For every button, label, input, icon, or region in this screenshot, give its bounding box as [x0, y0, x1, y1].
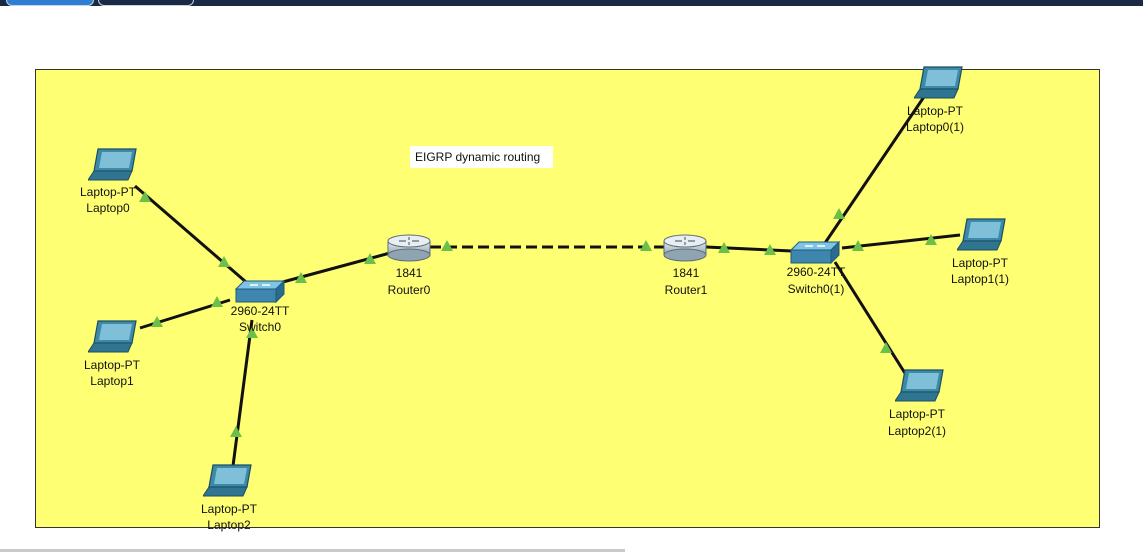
port-status-indicator	[211, 296, 223, 307]
laptop1-1-model: Laptop-PT	[951, 256, 1009, 270]
port-status-indicator	[218, 256, 230, 267]
logical-workspace[interactable]	[35, 69, 1100, 528]
laptop1-model: Laptop-PT	[83, 358, 141, 372]
link-laptop0-switch0[interactable]	[134, 184, 247, 284]
laptop2-name: Laptop2	[207, 518, 251, 532]
annotation-note[interactable]: EIGRP dynamic routing	[410, 146, 553, 168]
laptop0-name: Laptop0	[86, 201, 130, 215]
port-status-indicator	[764, 244, 776, 255]
switch0-1-model: 2960-24TT	[786, 265, 846, 279]
port-status-indicator	[295, 272, 307, 283]
port-status-indicator	[364, 253, 376, 264]
router-icon	[387, 234, 431, 262]
laptop0-1-model: Laptop-PT	[906, 104, 964, 118]
switch0-1-name: Switch0(1)	[787, 282, 845, 296]
router1-model: 1841	[672, 266, 700, 280]
link-laptop2-switch0[interactable]	[231, 319, 254, 467]
link-switch0-1-laptop1-1[interactable]	[841, 233, 961, 250]
link-router1-switch0-1[interactable]	[705, 245, 793, 253]
switch-icon	[234, 279, 286, 304]
port-status-indicator	[139, 191, 151, 202]
horizontal-scrollbar[interactable]	[0, 549, 625, 552]
port-status-indicator	[833, 208, 845, 219]
laptop-icon	[87, 320, 137, 353]
top-toolbar	[0, 0, 1143, 6]
link-switch0-1-laptop2-1[interactable]	[833, 261, 910, 379]
device-laptop1-1[interactable]	[956, 217, 1007, 258]
device-router1[interactable]	[662, 233, 708, 268]
port-status-indicator	[246, 327, 258, 338]
port-status-indicator	[151, 316, 163, 327]
device-laptop2[interactable]	[202, 463, 253, 504]
device-switch0-1[interactable]	[789, 240, 841, 271]
router1-name: Router1	[664, 283, 708, 297]
port-status-indicator	[230, 426, 242, 437]
router-icon	[663, 234, 707, 262]
laptop-icon	[913, 66, 963, 99]
port-status-indicator	[852, 240, 864, 251]
port-status-indicator	[640, 240, 652, 251]
device-switch0[interactable]	[234, 279, 286, 310]
laptop-icon	[87, 148, 137, 181]
port-status-indicator	[925, 234, 937, 245]
laptop-icon	[894, 369, 944, 402]
laptop-icon	[956, 218, 1006, 251]
device-laptop0[interactable]	[87, 147, 138, 188]
device-router0[interactable]	[386, 233, 432, 268]
device-laptop2-1[interactable]	[894, 368, 945, 409]
laptop1-name: Laptop1	[90, 374, 134, 388]
device-laptop1[interactable]	[87, 319, 138, 360]
switch0-model: 2960-24TT	[230, 304, 290, 318]
laptop2-model: Laptop-PT	[200, 502, 258, 516]
switch0-name: Switch0	[238, 320, 282, 334]
port-status-indicator	[880, 342, 892, 353]
laptop2-1-model: Laptop-PT	[888, 407, 946, 421]
port-status-indicator	[441, 240, 453, 251]
laptop2-1-name: Laptop2(1)	[887, 424, 947, 438]
port-status-indicator	[718, 242, 730, 253]
router0-name: Router0	[387, 283, 431, 297]
laptop1-1-name: Laptop1(1)	[950, 272, 1010, 286]
device-laptop0-1[interactable]	[913, 65, 964, 106]
laptop0-model: Laptop-PT	[79, 185, 137, 199]
laptop0-1-name: Laptop0(1)	[905, 120, 965, 134]
laptop-icon	[202, 464, 252, 497]
router0-model: 1841	[395, 266, 423, 280]
switch-icon	[789, 240, 841, 265]
